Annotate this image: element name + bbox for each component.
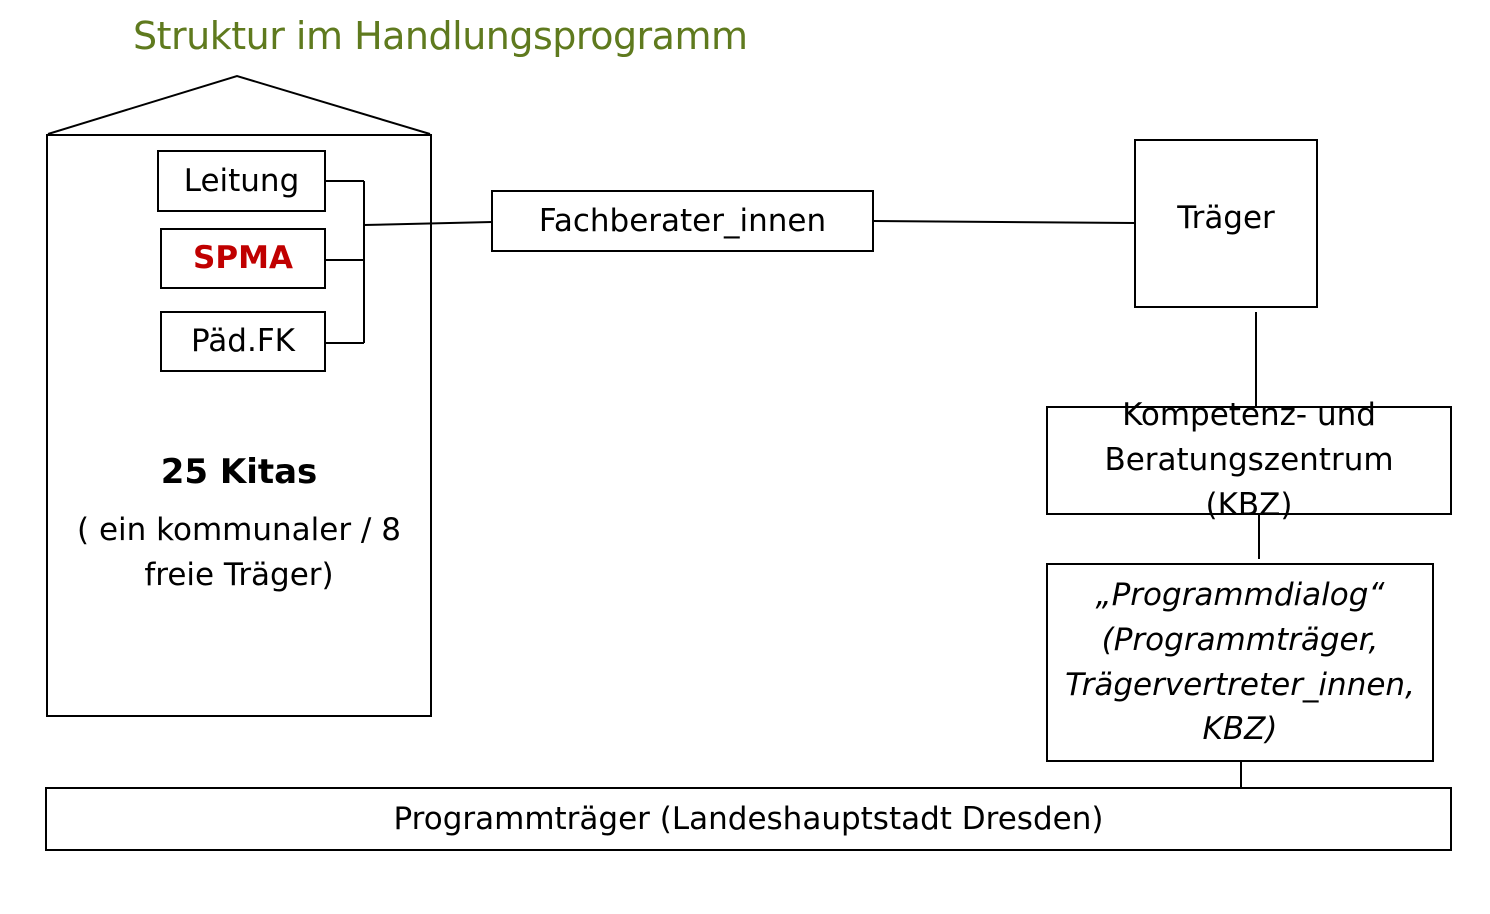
house-roof xyxy=(47,74,431,135)
node-fachberater: Fachberater_innen xyxy=(491,190,874,252)
node-kbz: Kompetenz- und Beratungszentrum (KBZ) xyxy=(1046,397,1452,523)
kitas-house xyxy=(46,134,432,717)
role-leitung: Leitung xyxy=(157,150,326,212)
kitas-heading: 25 Kitas xyxy=(160,452,318,492)
node-traeger: Träger xyxy=(1134,139,1318,308)
role-spma: SPMA xyxy=(160,228,326,289)
connector-to-fachberater xyxy=(363,221,493,226)
page-title: Struktur im Handlungsprogramm xyxy=(133,14,748,58)
connector-fachberater-traeger xyxy=(872,220,1136,224)
node-programmdialog: „Programmdialog“ (Programmträger, Träger… xyxy=(1046,563,1434,762)
kitas-subtitle: ( ein kommunaler / 8 freie Träger) xyxy=(77,512,401,593)
node-programmtraeger: Programmträger (Landeshauptstadt Dresden… xyxy=(45,787,1452,851)
role-paed-fk: Päd.FK xyxy=(160,311,326,372)
